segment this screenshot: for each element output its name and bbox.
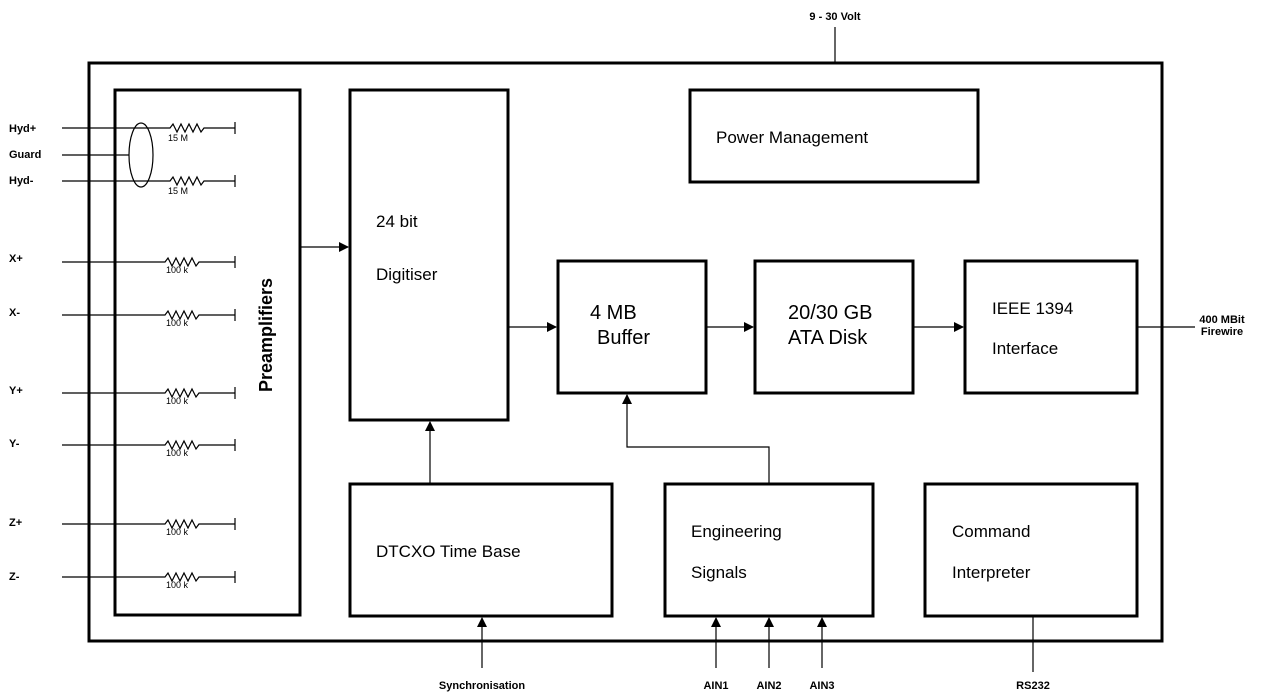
- power-management-label: Power Management: [716, 128, 868, 147]
- disk-label-2: ATA Disk: [788, 327, 868, 349]
- digitiser-label-2: Digitiser: [376, 265, 438, 284]
- buffer-label-1: 4 MB: [590, 302, 637, 324]
- resistor-label: 15 M: [168, 186, 188, 196]
- resistor-y-minus: 100 k: [62, 439, 236, 458]
- input-y-minus-label: Y-: [9, 438, 20, 450]
- digitiser-block: [348, 88, 510, 422]
- resistor-x-plus: 100 k: [62, 256, 236, 275]
- timebase-label: DTCXO Time Base: [376, 542, 521, 561]
- rs232-label: RS232: [1016, 680, 1050, 692]
- ain1-label: AIN1: [703, 680, 728, 692]
- ieee-label-1: IEEE 1394: [992, 299, 1073, 318]
- resistor-y-plus: 100 k: [62, 387, 236, 406]
- input-hyd-plus-label: Hyd+: [9, 123, 36, 135]
- command-label-1: Command: [952, 522, 1030, 541]
- input-y-plus-label: Y+: [9, 385, 23, 397]
- input-z-minus-label: Z-: [9, 571, 20, 583]
- resistor-label: 100 k: [166, 580, 189, 590]
- disk-label-1: 20/30 GB: [788, 302, 873, 324]
- engineering-to-buffer-arrow: [622, 394, 770, 484]
- engineering-label-2: Signals: [691, 563, 747, 582]
- resistor-hyd-plus: 15 M: [62, 122, 236, 143]
- preamplifiers-label: Preamplifiers: [256, 278, 276, 392]
- sync-label: Synchronisation: [439, 680, 525, 692]
- ieee-label-2: Interface: [992, 339, 1058, 358]
- input-hyd-minus-label: Hyd-: [9, 175, 34, 187]
- engineering-label-1: Engineering: [691, 522, 782, 541]
- command-label-2: Interpreter: [952, 563, 1031, 582]
- command-interpreter-block: [923, 482, 1139, 618]
- resistor-label: 100 k: [166, 318, 189, 328]
- resistor-label: 15 M: [168, 133, 188, 143]
- resistor-label: 100 k: [166, 265, 189, 275]
- timebase-block: [348, 482, 614, 618]
- ain2-label: AIN2: [756, 680, 781, 692]
- resistor-hyd-minus: 15 M: [62, 175, 236, 196]
- resistor-label: 100 k: [166, 396, 189, 406]
- firewire-label-1: 400 MBit: [1199, 314, 1245, 326]
- firewire-label-2: Firewire: [1201, 326, 1243, 338]
- input-x-plus-label: X+: [9, 253, 23, 265]
- buffer-label-2: Buffer: [597, 327, 650, 349]
- power-input-label: 9 - 30 Volt: [809, 11, 860, 23]
- resistor-z-minus: 100 k: [62, 571, 236, 590]
- input-z-plus-label: Z+: [9, 517, 22, 529]
- resistor-x-minus: 100 k: [62, 309, 236, 328]
- input-x-minus-label: X-: [9, 307, 20, 319]
- ain3-label: AIN3: [809, 680, 834, 692]
- engineering-signals-block: [663, 482, 875, 618]
- power-management-block: [688, 88, 980, 184]
- ieee-interface-block: [963, 259, 1139, 395]
- input-guard-label: Guard: [9, 149, 41, 161]
- resistor-label: 100 k: [166, 527, 189, 537]
- preamplifiers-block: [113, 88, 302, 617]
- resistor-label: 100 k: [166, 448, 189, 458]
- digitiser-label-1: 24 bit: [376, 212, 418, 231]
- resistor-z-plus: 100 k: [62, 518, 236, 537]
